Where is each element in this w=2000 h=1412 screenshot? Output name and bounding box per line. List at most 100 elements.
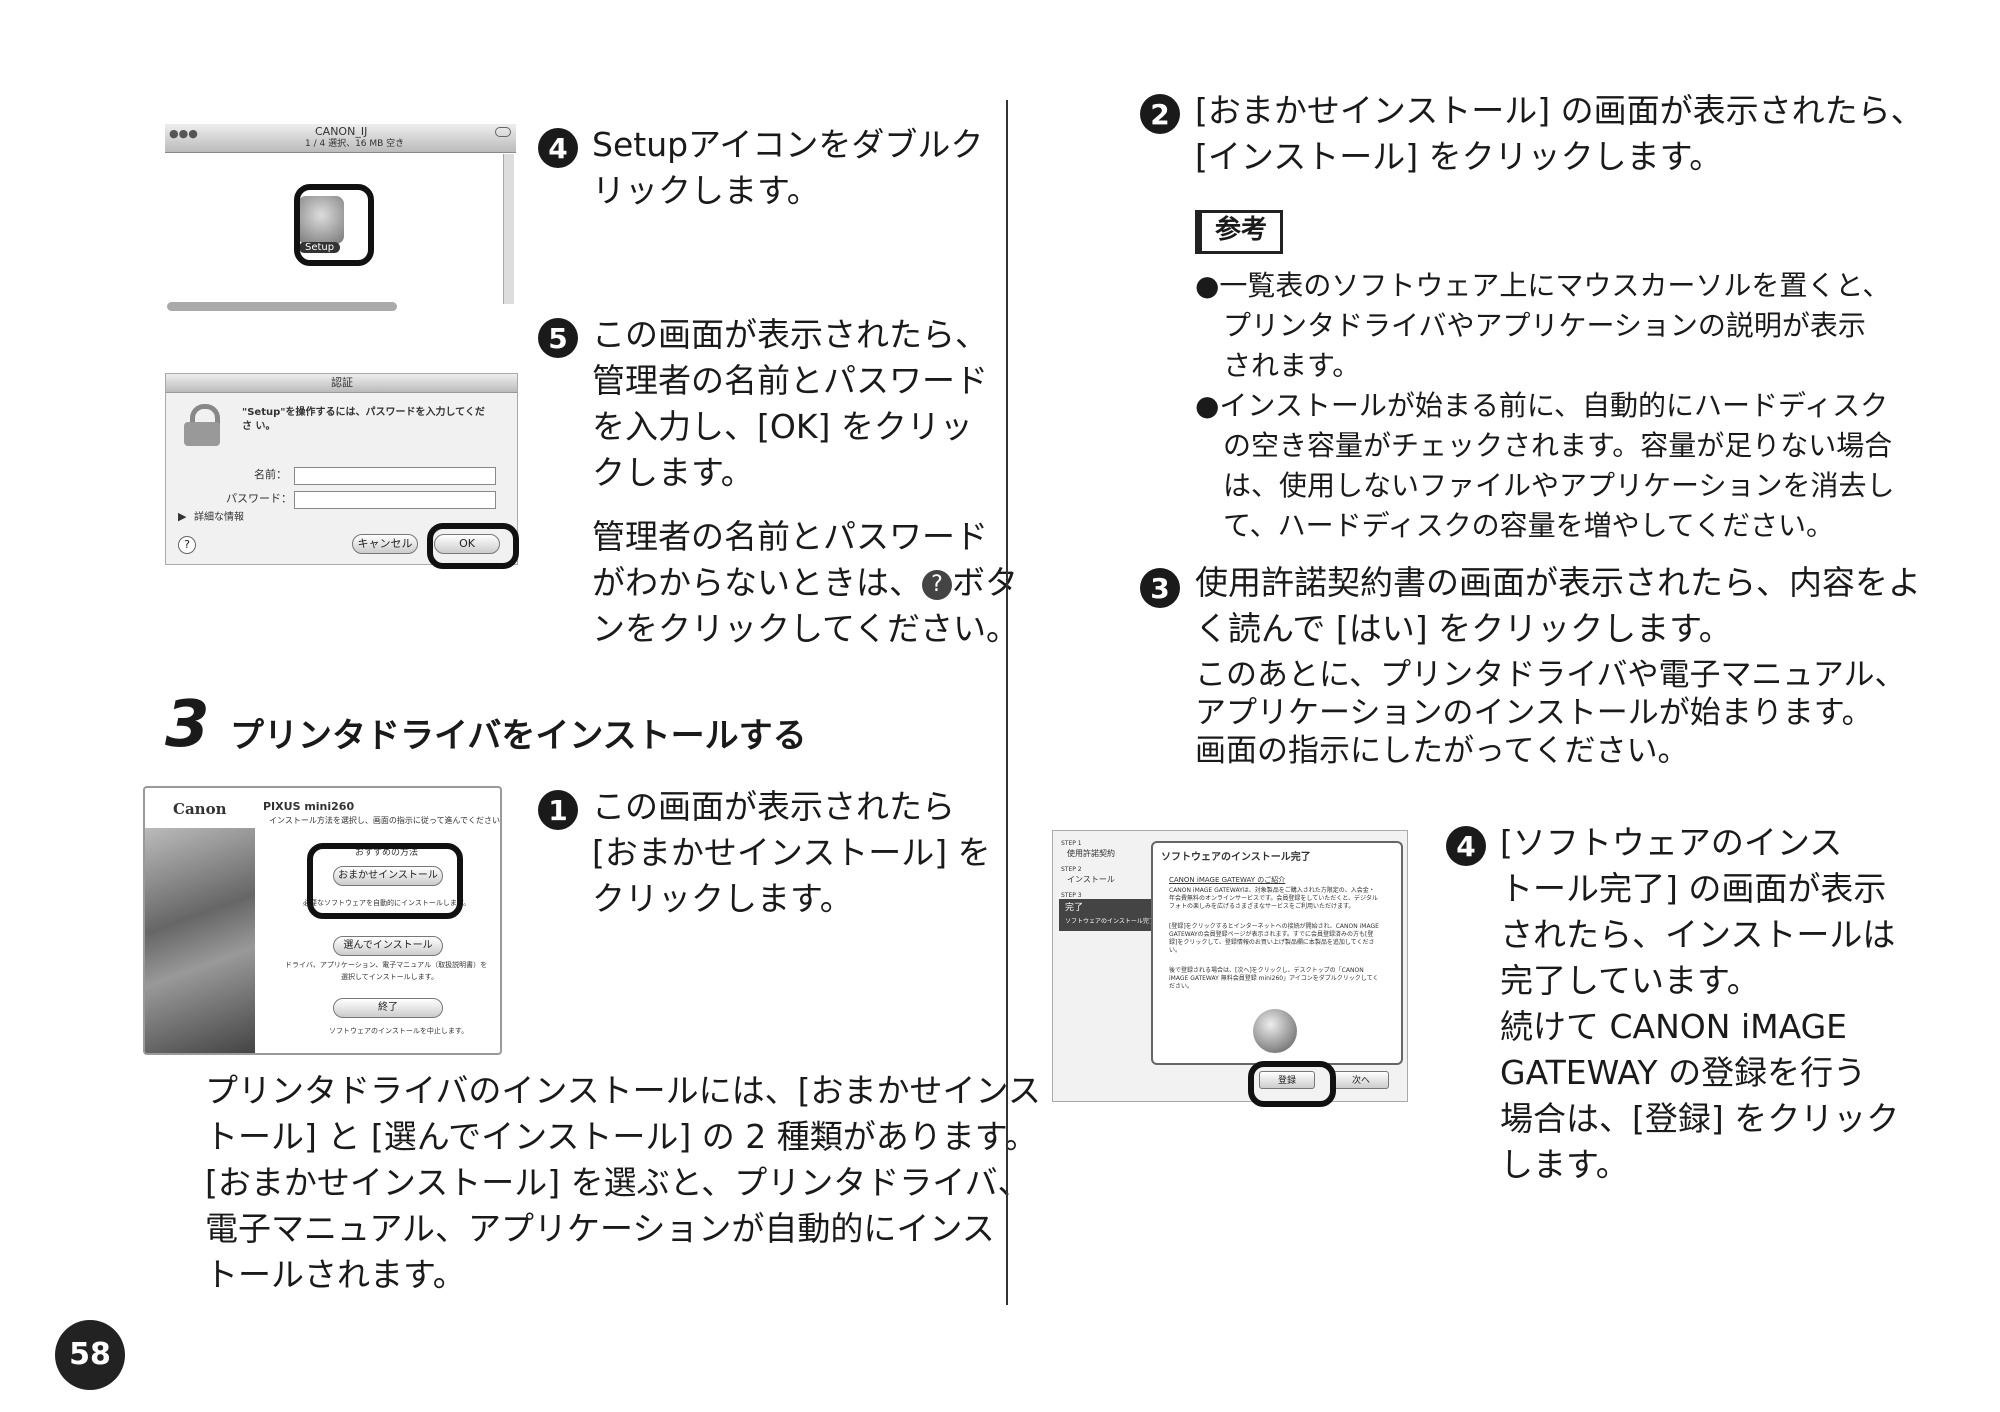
- step-4r-line: GATEWAY の登録を行う: [1500, 1053, 1867, 1092]
- easy-install-button[interactable]: おまかせインストール: [333, 866, 443, 886]
- ok-button[interactable]: OK: [434, 534, 500, 554]
- step-1-line: [おまかせインストール] を: [592, 833, 991, 872]
- auth-titlebar: 認証: [166, 374, 517, 393]
- name-field[interactable]: [294, 467, 496, 485]
- exit-desc: ソフトウェアのインストールを中止します。: [329, 1027, 469, 1035]
- traffic-lights-icon: ●●●: [169, 127, 198, 140]
- finder-scrollbar-h[interactable]: [167, 302, 397, 311]
- step3-label: 完了: [1065, 903, 1084, 913]
- easy-install-highlight: [307, 843, 463, 919]
- complete-paragraph-3: 後で登録される場合は、[次へ]をクリックし、デスクトップの「CANON iMAG…: [1169, 967, 1379, 990]
- finder-window-screenshot: ●●● CANON_IJ 1 / 4 選択、16 MB 空き Setup: [165, 124, 516, 316]
- cancel-button[interactable]: キャンセル: [352, 534, 418, 554]
- details-label[interactable]: 詳細な情報: [194, 512, 244, 523]
- finder-status: 1 / 4 選択、16 MB 空き: [305, 139, 405, 149]
- globe-user-icon: [1253, 1009, 1297, 1053]
- help-button[interactable]: ?: [178, 536, 196, 554]
- step3-tag: STEP 3: [1061, 892, 1082, 899]
- step-4r-line: されたら、インストールは: [1500, 915, 1896, 954]
- step-3-line: く読んで [はい] をクリックします。: [1195, 609, 1732, 648]
- paragraph-line: トール] と [選んでインストール] の 2 種類があります。: [205, 1117, 1038, 1156]
- note-text: ボタ: [952, 563, 1018, 602]
- step-3-sub-line: 画面の指示にしたがってください。: [1195, 733, 1689, 769]
- step-4r-badge: 4: [1446, 826, 1486, 866]
- page-number: 58: [55, 1320, 125, 1390]
- disclosure-triangle-icon[interactable]: ▶: [178, 510, 187, 523]
- step-5-line: この画面が表示されたら、: [592, 315, 988, 354]
- ok-highlight: [427, 523, 519, 569]
- step-4-text: Setupアイコンをダブルク リックします。: [592, 122, 983, 214]
- section-3-title: プリンタドライバをインストールする: [230, 716, 807, 756]
- step-4r-line: 完了しています。: [1500, 961, 1760, 1000]
- exit-button[interactable]: 終了: [333, 998, 443, 1018]
- step-4-badge: 4: [538, 128, 578, 168]
- installer-instruction: インストール方法を選択し、画面の指示に従って進んでください。: [269, 816, 502, 825]
- photo-collage: [145, 828, 255, 1053]
- complete-paragraph-1: CANON iMAGE GATEWAYは、対象製品をご購入された方限定の、入会金…: [1169, 887, 1378, 910]
- note-line: は、使用しないファイルやアプリケーションを消去し: [1223, 469, 1895, 502]
- section-3-number: 3: [165, 688, 210, 762]
- install-types-paragraph: プリンタドライバのインストールには、[おまかせインス トール] と [選んでイン…: [205, 1068, 1041, 1298]
- setup-icon[interactable]: [298, 196, 344, 244]
- step-4r-line: 場合は、[登録] をクリック: [1500, 1099, 1900, 1138]
- step-3-subtext: このあとに、プリンタドライバや電子マニュアル、 アプリケーションのインストールが…: [1195, 656, 1906, 770]
- step-5-note: 管理者の名前とパスワード がわからないときは、?ボタ ンをクリックしてください。: [592, 514, 1019, 652]
- toolbar-toggle-icon[interactable]: [495, 127, 511, 137]
- step-4r-line: 続けて CANON iMAGE: [1500, 1007, 1847, 1046]
- password-field[interactable]: [294, 491, 496, 509]
- finder-scrollbar-v[interactable]: [503, 154, 514, 304]
- step-2-text: [おまかせインストール] の画面が表示されたら、 [インストール] をクリックし…: [1195, 88, 1924, 180]
- register-button[interactable]: 登録: [1259, 1071, 1315, 1089]
- note-text: がわからないときは、: [592, 563, 922, 602]
- step-4r-text: [ソフトウェアのインス トール完了] の画面が表示 されたら、インストールは 完…: [1500, 820, 1899, 1188]
- step3-active: 完了 ソフトウェアのインストール完了: [1059, 899, 1155, 931]
- paragraph-line: 電子マニュアル、アプリケーションが自動的にインス: [205, 1209, 995, 1248]
- step-2-line: [インストール] をクリックします。: [1195, 137, 1723, 176]
- reference-label: 参考: [1195, 210, 1283, 254]
- step-2-badge: 2: [1140, 94, 1180, 134]
- note-line: プリンタドライバやアプリケーションの説明が表示: [1223, 309, 1866, 342]
- paragraph-line: トールされます。: [205, 1255, 466, 1294]
- help-glyph: ?: [184, 538, 190, 551]
- step-5-line: を入力し、[OK] をクリッ: [592, 407, 973, 446]
- step-1-badge: 1: [538, 790, 578, 830]
- step-4-line: リックします。: [592, 171, 820, 210]
- help-button-icon: ?: [922, 569, 952, 600]
- step-1-text: この画面が表示されたら [おまかせインストール] を クリックします。: [592, 784, 991, 922]
- install-complete-screenshot: STEP 1 使用許諾契約 STEP 2 インストール STEP 3 完了 ソフ…: [1052, 830, 1408, 1102]
- installer-screenshot: Canon PIXUS mini260 インストール方法を選択し、画面の指示に従…: [143, 786, 502, 1055]
- step-3-line: 使用許諾契約書の画面が表示されたら、内容をよ: [1195, 563, 1921, 602]
- complete-panel: ソフトウェアのインストール完了 CANON iMAGE GATEWAY のご紹介…: [1151, 841, 1403, 1065]
- step-5-line: クします。: [592, 453, 754, 492]
- step-5-note-line: ンをクリックしてください。: [592, 609, 1020, 648]
- step-3-sub-line: アプリケーションのインストールが始まります。: [1195, 695, 1873, 731]
- complete-paragraph-2: [登録]をクリックするとインターネットへの接続が開始され、CANON iMAGE…: [1169, 923, 1379, 954]
- step-4r-line: します。: [1500, 1145, 1629, 1184]
- product-name: PIXUS mini260: [263, 800, 355, 813]
- step-4-line: Setupアイコンをダブルク: [592, 125, 984, 164]
- reference-notes: ●一覧表のソフトウェア上にマウスカーソルを置くと、 プリンタドライバやアプリケー…: [1195, 266, 1894, 546]
- note-line: ●一覧表のソフトウェア上にマウスカーソルを置くと、: [1195, 269, 1891, 302]
- column-divider: [1006, 100, 1008, 1305]
- note-line: て、ハードディスクの容量を増やしてください。: [1223, 509, 1834, 542]
- custom-install-button[interactable]: 選んでインストール: [333, 936, 443, 956]
- name-label: 名前：: [254, 468, 287, 481]
- auth-message: "Setup"を操作するには、パスワードを入力してくださ い。: [242, 407, 485, 432]
- step2-tag: STEP 2: [1061, 866, 1082, 873]
- next-button[interactable]: 次へ: [1333, 1071, 1389, 1089]
- step-5-badge: 5: [538, 318, 578, 358]
- setup-highlight: [294, 184, 374, 266]
- finder-titlebar: ●●● CANON_IJ 1 / 4 選択、16 MB 空き: [165, 124, 516, 153]
- lock-icon: [184, 404, 220, 446]
- step1-label: 使用許諾契約: [1067, 849, 1115, 858]
- step-4r-line: トール完了] の画面が表示: [1500, 869, 1887, 908]
- step-3-sub-line: このあとに、プリンタドライバや電子マニュアル、: [1195, 657, 1906, 693]
- note-line: の空き容量がチェックされます。容量が足りない場合: [1223, 429, 1893, 462]
- step2-label: インストール: [1067, 875, 1115, 884]
- note-line: ●インストールが始まる前に、自動的にハードディスク: [1195, 389, 1889, 422]
- gateway-link[interactable]: CANON iMAGE GATEWAY のご紹介: [1169, 876, 1286, 884]
- step3-sub: ソフトウェアのインストール完了: [1065, 918, 1155, 925]
- finder-title: CANON_IJ: [315, 125, 368, 138]
- easy-header: おすすめの方法: [355, 848, 419, 858]
- setup-icon-label: Setup: [299, 242, 341, 253]
